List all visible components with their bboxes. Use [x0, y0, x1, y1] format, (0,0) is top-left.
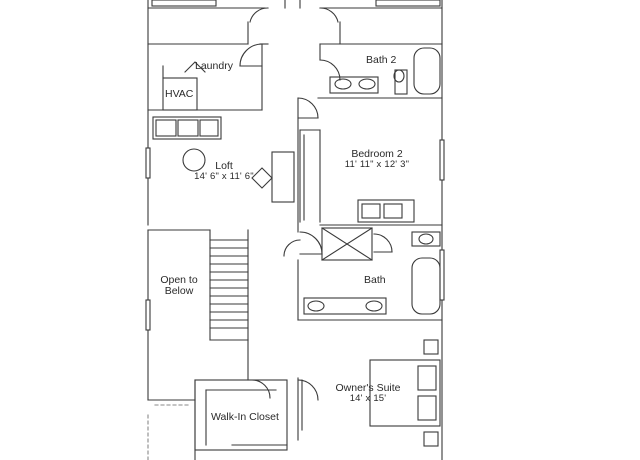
- loft-label: Loft 14' 6" x 11' 6": [190, 160, 258, 183]
- laundry-area: [147, 43, 269, 111]
- owners-suite-label: Owner's Suite 14' x 15': [333, 382, 403, 405]
- open-to-below-line1: Open to: [160, 274, 198, 286]
- owners-suite-name: Owner's Suite: [335, 382, 401, 394]
- bedroom2-label: Bedroom 2 11' 11" x 12' 3": [344, 148, 410, 171]
- bath-label: Bath: [364, 274, 386, 286]
- bedroom2-dimensions: 11' 11" x 12' 3": [344, 159, 410, 171]
- exterior-walls: [145, 0, 445, 460]
- laundry-label: Laundry: [195, 60, 233, 72]
- hvac-label: HVAC: [165, 88, 194, 100]
- linen-closet: [283, 227, 373, 261]
- bath-area: [297, 231, 443, 321]
- owners-suite-dimensions: 14' x 15': [349, 393, 387, 405]
- bath2-area: [317, 43, 443, 99]
- open-to-below-label: Open to Below: [157, 274, 201, 298]
- walkin-closet-label: Walk-In Closet: [211, 411, 279, 423]
- stairs: [147, 229, 249, 460]
- loft-name: Loft: [215, 160, 233, 172]
- bedroom2-name: Bedroom 2: [351, 148, 403, 160]
- bedroom2-area: [299, 129, 443, 226]
- loft-dimensions: 14' 6" x 11' 6": [194, 171, 254, 183]
- bath2-label: Bath 2: [366, 54, 397, 66]
- open-to-below-line2: Below: [164, 285, 194, 298]
- walkin-closet-area: [194, 339, 288, 451]
- owners-suite-area: [297, 339, 441, 447]
- top-partial-rooms: [151, 0, 441, 45]
- dashed-guides: [147, 404, 191, 460]
- loft-area: [152, 97, 319, 233]
